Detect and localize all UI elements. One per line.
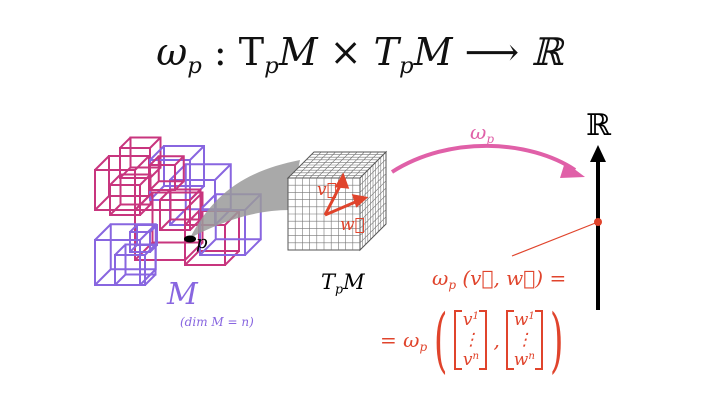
formula-line-2: = ωp(v1⋮vn,w1⋮wn) (380, 305, 570, 375)
label-part: T (321, 270, 336, 294)
formula-line-1: ωp (v⃗, w⃗) = (432, 266, 567, 293)
label-part: = ω (380, 328, 420, 352)
subscript: p (419, 340, 428, 355)
dimension-label: (dim M = n) (180, 315, 254, 329)
omega-symbol: ω (156, 30, 188, 74)
title-text: : T (201, 30, 265, 74)
wireframe-cube (149, 155, 185, 191)
point-p-marker (184, 235, 196, 243)
manifold-label: M (167, 277, 198, 312)
title-text: M × T (278, 30, 400, 74)
left-paren: ( (433, 299, 448, 381)
manifold-wireframe (94, 136, 262, 286)
wireframe-cube (129, 224, 158, 253)
subscript: p (448, 278, 456, 293)
vector-arrows (323, 172, 369, 217)
omega-map-arrowhead (560, 162, 585, 178)
vector-w-column: w1⋮wn (505, 310, 543, 370)
wireframe-cube (109, 173, 152, 216)
superscript: n (472, 350, 480, 362)
tangent-space-cube (286, 150, 388, 252)
formula-prefix: = ωp (380, 328, 428, 355)
wireframe-cube (159, 188, 202, 231)
value-pointer-line (511, 221, 599, 257)
wireframe-cube (119, 136, 162, 179)
real-line-arrowhead (590, 145, 606, 162)
formula-args: (v⃗, w⃗) = (462, 266, 567, 290)
subscript: p (187, 52, 202, 79)
vector-v-label: v⃗ (317, 180, 337, 200)
vdots: ⋮ (515, 330, 533, 350)
value-point (594, 218, 602, 226)
omega-symbol: ω (432, 266, 449, 290)
omega-map-arrow (390, 143, 577, 174)
page-title: ωp : TpM × TpM ⟶ ℝ (0, 30, 719, 77)
point-label: p (196, 232, 208, 253)
title-text: M ⟶ ℝ (413, 30, 563, 74)
vector-w-label: w⃗ (340, 215, 365, 235)
superscript: 1 (472, 310, 479, 322)
vdots: ⋮ (462, 330, 480, 350)
right-paren: ) (549, 299, 564, 381)
subscript: p (335, 281, 344, 297)
omega-arc-label: ωp (470, 120, 494, 147)
tangent-sheet (190, 160, 300, 238)
comma: , (493, 328, 500, 352)
label-part: M (343, 270, 365, 294)
vector-v-column: v1⋮vn (454, 310, 488, 370)
component: w (513, 310, 529, 330)
tangent-space-label: TpM (321, 270, 365, 297)
subscript: p (264, 52, 279, 79)
subscript: p (486, 132, 494, 147)
component: v (462, 310, 473, 330)
component: w (513, 350, 529, 370)
superscript: n (528, 350, 535, 362)
component: v (462, 350, 473, 370)
superscript: 1 (528, 310, 535, 322)
subscript: p (399, 52, 414, 79)
omega-symbol: ω (470, 120, 487, 144)
reals-label: ℝ (586, 108, 611, 143)
